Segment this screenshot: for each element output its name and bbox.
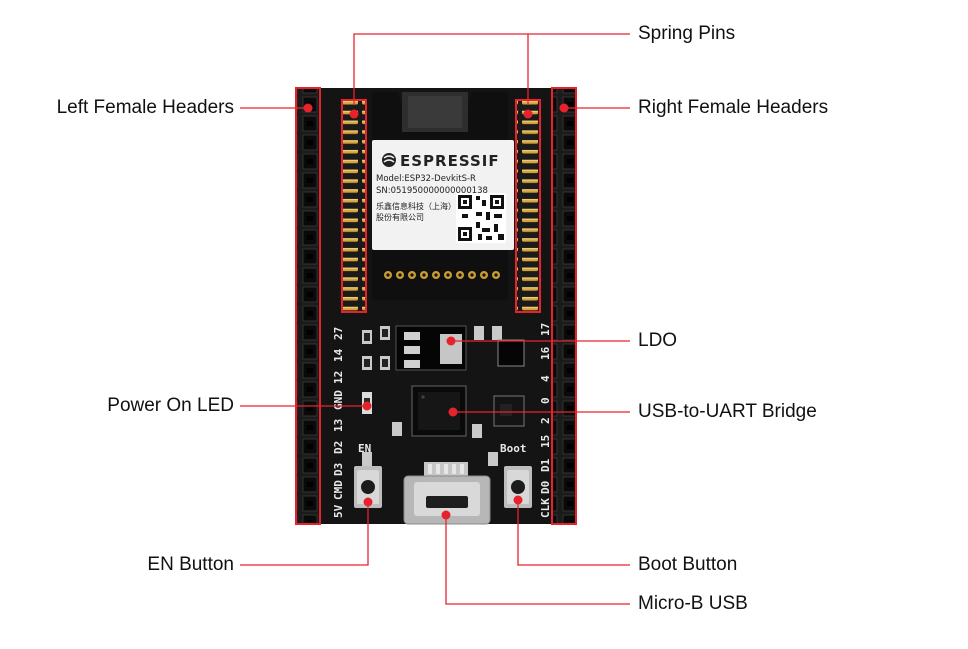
left-pin-label: 27	[332, 327, 345, 340]
right-pin-label: 16	[539, 346, 552, 360]
passive-components	[362, 326, 525, 466]
callout-dot	[523, 109, 533, 119]
right-female-header	[551, 87, 577, 525]
right-pin-label: D1	[539, 458, 552, 472]
callout-dot	[446, 336, 456, 346]
right-pin-label: 15	[539, 435, 552, 448]
callout-power-on-led: Power On LED	[107, 395, 234, 416]
right-pin-label: 2	[539, 417, 552, 424]
qr-code-icon	[456, 193, 506, 243]
callout-boot-button: Boot Button	[638, 554, 738, 575]
ldo-regulator	[395, 325, 467, 371]
module-serial: SN:051950000000000138	[376, 186, 488, 196]
callout-dot	[303, 103, 313, 113]
callout-ldo: LDO	[638, 330, 678, 351]
left-spring-pins	[341, 99, 367, 313]
left-pin-label: GND	[332, 390, 345, 410]
left-pin-label: 13	[332, 419, 345, 432]
boot-label: Boot	[500, 442, 527, 455]
callout-line-boot-button	[517, 502, 630, 566]
callout-lines	[240, 33, 630, 605]
callout-dot	[441, 510, 451, 520]
right-pin-labels: 17 16 4 0 2 15 D1 D0 CLK	[539, 323, 552, 518]
left-pin-label: D2	[332, 441, 345, 454]
boot-button[interactable]	[504, 466, 532, 508]
left-pin-labels: 27 14 12 GND 13 D2 D3 CMD 5V	[332, 327, 345, 518]
en-label: EN	[358, 442, 371, 455]
left-pin-label: 5V	[332, 504, 345, 518]
micro-usb-connector	[403, 462, 491, 525]
callout-line-micro-usb	[445, 517, 630, 605]
right-pin-label: 4	[539, 375, 552, 382]
module-pads	[384, 271, 500, 279]
callout-usb-to-uart-bridge: USB-to-UART Bridge	[638, 401, 817, 422]
espressif-logo-icon	[382, 153, 396, 167]
callout-dot	[363, 497, 373, 507]
callout-dot	[448, 407, 458, 417]
callout-spring-pins: Spring Pins	[638, 23, 736, 44]
callout-en-button: EN Button	[147, 554, 234, 575]
left-female-header	[295, 87, 321, 525]
callout-dot	[362, 401, 372, 411]
right-pin-label: 0	[539, 397, 552, 404]
callout-micro-b-usb: Micro-B USB	[638, 593, 748, 614]
callout-dot	[559, 103, 569, 113]
module-company-line2: 股份有限公司	[376, 212, 424, 222]
callout-line-en-button	[240, 505, 369, 566]
callout-dot	[513, 495, 523, 505]
module-model: Model:ESP32-DevkitS-R	[376, 174, 476, 184]
callout-left-female-headers: Left Female Headers	[56, 97, 234, 118]
callout-right-female-headers: Right Female Headers	[638, 97, 829, 118]
en-button[interactable]	[354, 466, 382, 508]
module-company-line1: 乐鑫信息科技（上海）	[376, 201, 456, 211]
left-pin-label: 14	[332, 348, 345, 362]
right-pin-label: D0	[539, 481, 552, 494]
callout-line-spring-pins-left	[353, 33, 630, 104]
callout-dots	[303, 103, 569, 520]
left-pin-label: CMD	[332, 480, 345, 500]
usb-to-uart-chip	[411, 385, 467, 437]
left-pin-label: D3	[332, 463, 345, 476]
module-brand: ESPRESSIF	[400, 152, 500, 170]
right-spring-pins	[515, 99, 541, 313]
right-pin-label: CLK	[539, 498, 552, 518]
callout-dot	[349, 109, 359, 119]
right-pin-label: 17	[539, 323, 552, 336]
left-pin-label: 12	[332, 371, 345, 384]
